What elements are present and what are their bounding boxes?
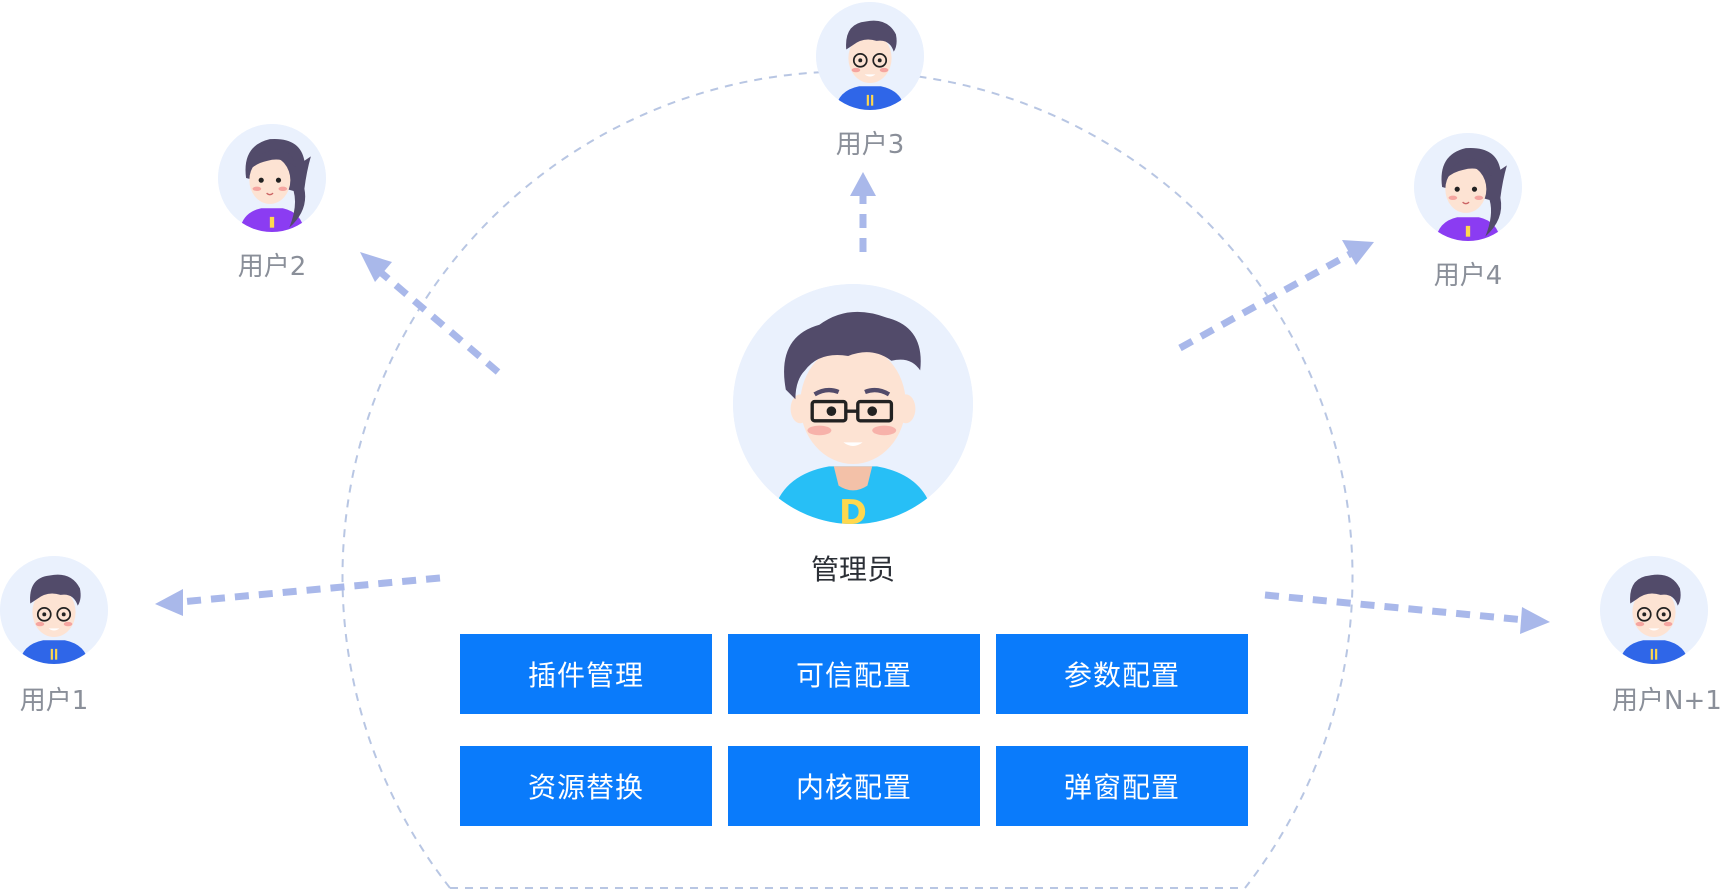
arrow-to-user1 xyxy=(179,574,441,606)
kernel-config-button[interactable]: 内核配置 xyxy=(728,746,980,826)
arrow-head-user2 xyxy=(360,252,392,282)
user2-avatar xyxy=(218,124,326,232)
resource-replace-button[interactable]: 资源替换 xyxy=(460,746,712,826)
male-user-avatar-icon xyxy=(816,2,924,110)
plugin-management-button[interactable]: 插件管理 xyxy=(460,634,712,714)
admin-avatar-icon: D xyxy=(733,284,973,524)
trust-config-button[interactable]: 可信配置 xyxy=(728,634,980,714)
user4-label: 用户4 xyxy=(1433,261,1503,291)
arrow-to-user4 xyxy=(1178,250,1352,352)
param-config-button[interactable]: 参数配置 xyxy=(996,634,1248,714)
arrow-to-user2 xyxy=(375,267,501,375)
user1-label: 用户1 xyxy=(19,686,89,716)
male-user-avatar-icon xyxy=(1600,556,1708,664)
user3-avatar xyxy=(816,2,924,110)
female-user-avatar-icon xyxy=(218,124,326,232)
user1-avatar xyxy=(0,556,108,664)
arrow-head-user4 xyxy=(1342,240,1374,265)
userN-avatar xyxy=(1600,556,1708,664)
arrow-head-user1 xyxy=(155,589,183,616)
female-user-avatar-icon xyxy=(1414,133,1522,241)
admin-avatar: D xyxy=(733,284,973,524)
male-user-avatar-icon xyxy=(0,556,108,664)
admin-label: 管理员 xyxy=(810,553,895,586)
user2-label: 用户2 xyxy=(237,252,307,282)
popup-config-button[interactable]: 弹窗配置 xyxy=(996,746,1248,826)
arrow-head-userN xyxy=(1520,607,1550,634)
user4-avatar xyxy=(1414,133,1522,241)
arrow-head-user3 xyxy=(850,172,876,196)
userN-label: 用户N+1 xyxy=(1612,686,1722,716)
svg-text:D: D xyxy=(839,493,867,524)
user3-label: 用户3 xyxy=(835,130,905,160)
arrow-to-userN xyxy=(1264,591,1526,624)
